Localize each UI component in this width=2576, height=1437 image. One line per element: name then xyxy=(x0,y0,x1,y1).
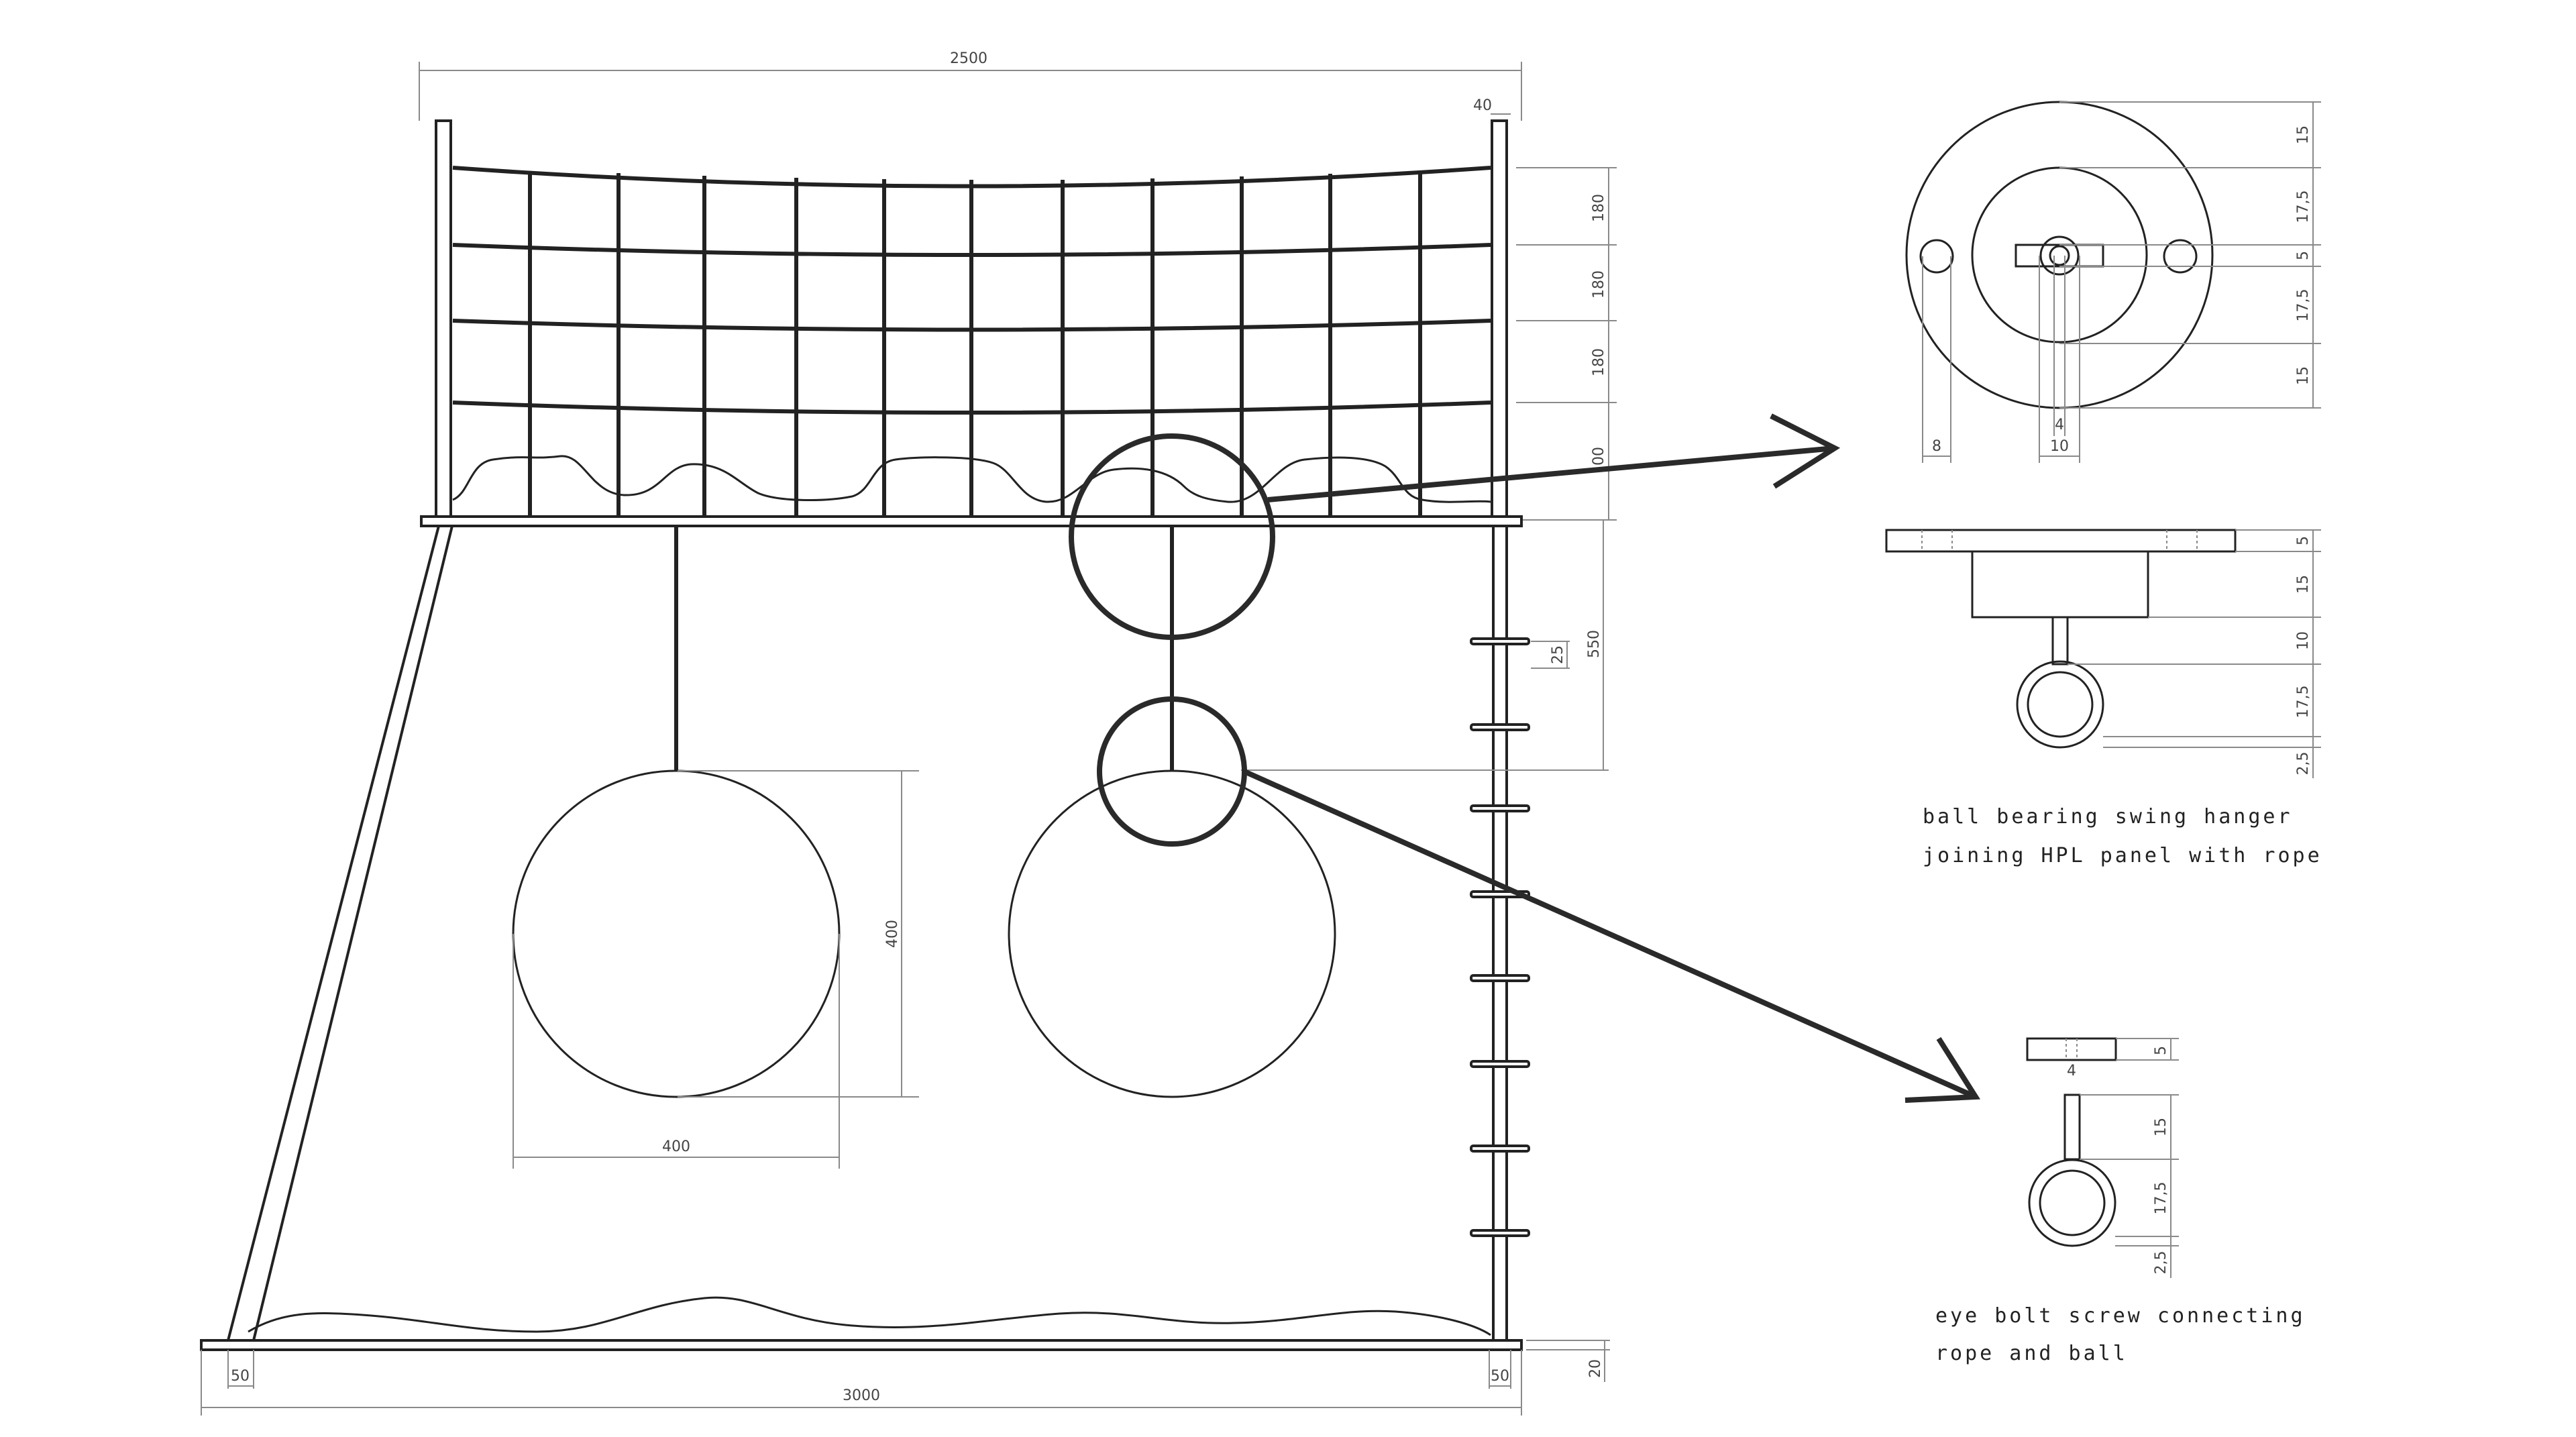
eyebolt-arrowhead xyxy=(1904,1036,1981,1103)
eyebolt-shaft xyxy=(2063,1094,2081,1161)
right-ball xyxy=(1008,769,1336,1098)
hanger-plan-bottom-dim: 10 xyxy=(2050,438,2069,455)
hanger-pin xyxy=(2049,245,2070,266)
hanger-callout-circle xyxy=(1069,433,1275,640)
hanger-section-dim: 5 xyxy=(2295,536,2312,545)
eyebolt-bolt-dim: 15 xyxy=(2153,1118,2169,1136)
hanger-screw-hole xyxy=(1919,239,1954,274)
drop-dimensions: 550 25 xyxy=(1241,519,1609,771)
hanger-section-stem xyxy=(2051,616,2069,666)
eyebolt-cap-dim: 5 xyxy=(2153,1046,2169,1055)
top-width-dimension: 2500 xyxy=(419,50,1522,121)
eyebolt-dimensions: 5 4 15 17,5 2,5 xyxy=(2067,1038,2179,1278)
hanger-inner-housing xyxy=(1971,166,2148,343)
eyebolt-bolt-dim: 17,5 xyxy=(2153,1182,2169,1215)
net-row-4-label: 00 xyxy=(1591,447,1607,466)
eyebolt-callout-line xyxy=(1243,769,1977,1100)
hanger-plan-dim: 5 xyxy=(2295,251,2312,260)
hanger-plan-bottom-dim: 8 xyxy=(1932,438,1941,455)
hanger-section-plate xyxy=(1885,529,2237,553)
hanger-plan-dim: 15 xyxy=(2295,125,2312,144)
net-row-3-label: 180 xyxy=(1591,348,1607,376)
ground-wave xyxy=(248,1296,1491,1336)
net-frame xyxy=(420,119,1523,527)
hanger-plan-bottom-dim: 4 xyxy=(2055,417,2064,433)
hanger-section-dim: 2,5 xyxy=(2295,752,2312,776)
hanger-section-dim: 10 xyxy=(2295,631,2312,650)
ladder-rung xyxy=(1470,1060,1530,1068)
top-width-label: 2500 xyxy=(950,50,987,67)
swings xyxy=(512,526,1336,1098)
ladder-rung xyxy=(1470,1229,1530,1237)
ladder-rung xyxy=(1470,804,1530,812)
eyebolt-caption-line-1: eye bolt screw connecting xyxy=(1935,1304,2306,1328)
base-right-post-label: 50 xyxy=(1491,1368,1509,1385)
ladder-rung xyxy=(1470,637,1530,645)
hanger-screw-hole xyxy=(2163,239,2198,274)
hanger-caption-line-2: joining HPL panel with rope xyxy=(1923,844,2322,867)
ladder-rung xyxy=(1470,723,1530,731)
eyebolt-eye-outer xyxy=(2028,1159,2116,1247)
hanger-pin-bar xyxy=(2015,244,2104,268)
eyebolt-view xyxy=(2026,1037,2117,1247)
hanger-plan-view xyxy=(1905,101,2214,409)
eyebolt-caption-line-2: rope and ball xyxy=(1935,1342,2128,1365)
net-wave xyxy=(452,455,1491,503)
base-board xyxy=(200,1339,1523,1351)
hanger-plan-dim: 15 xyxy=(2295,366,2312,385)
post-width-label: 40 xyxy=(1473,97,1492,114)
right-ladder-post xyxy=(1492,525,1508,1342)
net-row-2-label: 180 xyxy=(1591,270,1607,299)
hanger-pin-ring xyxy=(2039,235,2080,276)
left-ball xyxy=(512,769,841,1098)
eyebolt-eye-inner xyxy=(2039,1169,2106,1236)
eyebolt-cap-dim: 4 xyxy=(2067,1063,2076,1079)
rung-gap-label: 25 xyxy=(1550,645,1566,664)
hanger-callout-line xyxy=(1267,445,1835,502)
hanger-section-dimensions: 5 15 10 17,5 2,5 xyxy=(2068,529,2321,778)
hanger-section-view xyxy=(1885,529,2237,749)
post-width-dimension: 40 xyxy=(1473,97,1511,115)
ladder-rung xyxy=(1470,1145,1530,1153)
eyebolt-callout xyxy=(1097,696,1981,1103)
hanger-section-dim: 17,5 xyxy=(2295,686,2312,718)
ball-height-label: 400 xyxy=(884,920,901,948)
hanger-plan-dim: 17,5 xyxy=(2295,191,2312,223)
base-thickness-label: 20 xyxy=(1587,1359,1604,1378)
hanger-plan-dim: 17,5 xyxy=(2295,289,2312,322)
right-net-post xyxy=(1491,119,1508,518)
hanger-section-dim: 15 xyxy=(2295,575,2312,594)
top-board xyxy=(420,515,1523,527)
ball-width-label: 400 xyxy=(662,1138,690,1155)
eyebolt-cap xyxy=(2026,1037,2117,1061)
hanger-callout xyxy=(1069,413,1841,640)
ball-dimensions: 400 400 xyxy=(513,770,919,1169)
left-slanted-leg xyxy=(226,525,454,1342)
left-net-post xyxy=(435,119,452,518)
support-structure xyxy=(200,525,1530,1351)
ladder-rung xyxy=(1470,974,1530,982)
hanger-section-eye-outer xyxy=(2016,660,2104,749)
base-left-post-label: 50 xyxy=(231,1368,250,1385)
hanger-section-housing xyxy=(1971,550,2149,619)
hanger-caption-line-1: ball bearing swing hanger xyxy=(1923,805,2293,829)
drop-height-label: 550 xyxy=(1586,630,1603,658)
hanger-plan-dimensions: 15 17,5 5 17,5 15 8 4 10 xyxy=(1922,101,2321,463)
hanger-section-eye-inner xyxy=(2027,671,2094,738)
eyebolt-bolt-dim: 2,5 xyxy=(2153,1251,2169,1275)
base-width-label: 3000 xyxy=(843,1387,880,1404)
net-row-1-label: 180 xyxy=(1591,194,1607,222)
hanger-arrowhead xyxy=(1770,413,1841,489)
base-dimensions: 3000 50 50 20 xyxy=(201,1340,1610,1416)
